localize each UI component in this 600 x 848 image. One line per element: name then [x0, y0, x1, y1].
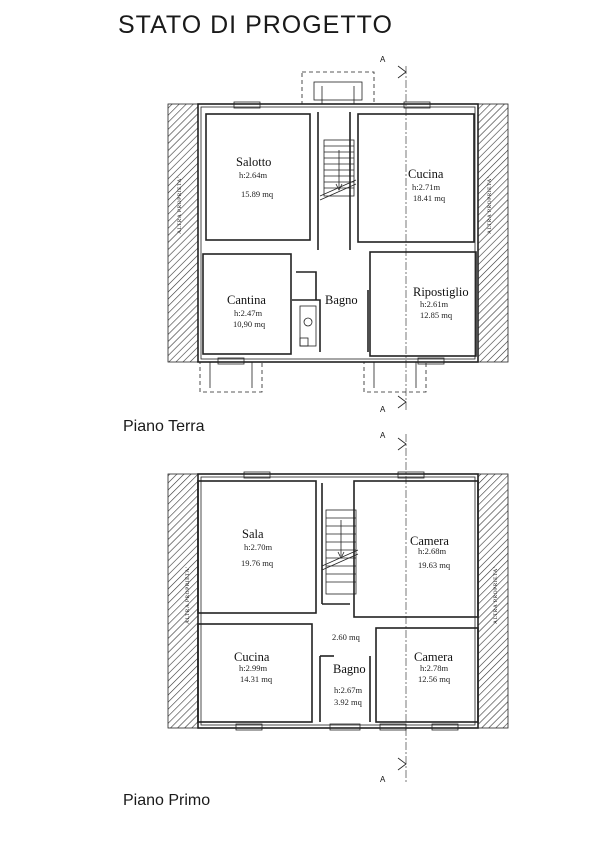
room-salotto	[205, 113, 311, 241]
plan-line	[397, 65, 407, 79]
floor-label-ground: Piano Terra	[123, 418, 205, 435]
room-height: h:2.68m	[418, 546, 446, 556]
plan-line	[299, 337, 309, 347]
section-marker-top: A	[380, 55, 386, 64]
room-name: Cucina	[234, 650, 270, 664]
plan-line	[363, 361, 427, 393]
plan-line	[313, 81, 363, 101]
plan-line	[217, 357, 245, 365]
room-name: Camera	[414, 650, 453, 664]
room-height: h:2.71m	[412, 182, 440, 192]
ground-floor-plan: A A ALTRA PROPRIETA' ALTRA PROPRIETA' Sa…	[167, 55, 509, 414]
section-marker-bottom: A	[380, 775, 386, 784]
adjacent-property-label: ALTRA PROPRIETA'	[487, 177, 493, 234]
room-cucina	[357, 113, 475, 243]
plan-line	[397, 395, 407, 409]
entrance-porch	[301, 71, 375, 105]
adjacent-property-label: ALTRA PROPRIETA'	[177, 177, 183, 234]
plan-line	[397, 471, 425, 479]
room-name: Sala	[242, 527, 264, 541]
room-name: Camera	[410, 534, 449, 548]
plan-line	[323, 139, 355, 197]
first-floor-stairs	[321, 509, 359, 595]
room-area: 15.89 mq	[241, 189, 274, 199]
plan-line	[397, 757, 407, 771]
plan-line	[233, 101, 261, 109]
plan-line	[200, 476, 476, 726]
room-area: 19.76 mq	[241, 558, 274, 568]
plan-line	[319, 183, 357, 201]
room-ripostiglio	[369, 251, 477, 357]
neighbour-wall-right	[477, 103, 509, 363]
room-name: Bagno	[325, 293, 358, 307]
plan-line	[199, 361, 263, 393]
adjacent-property-label: ALTRA PROPRIETA'	[493, 567, 499, 624]
page-title: STATO DI PROGETTO	[118, 11, 393, 39]
room-camera-2	[375, 627, 479, 723]
plan-line	[292, 299, 321, 352]
room-area: 12.85 mq	[420, 310, 453, 320]
neighbour-wall-left	[167, 103, 199, 363]
room-name: Ripostiglio	[413, 285, 469, 299]
corridor-area: 2.60 mq	[332, 632, 361, 642]
room-area: 14.31 mq	[240, 674, 273, 684]
room-height: h:2.70m	[244, 542, 272, 552]
plan-line	[319, 179, 357, 197]
plan-line	[329, 723, 361, 731]
room-area: 12.56 mq	[418, 674, 451, 684]
plan-line	[417, 357, 445, 365]
room-cucina-first	[197, 623, 313, 723]
plan-line	[403, 101, 431, 109]
plan-line	[303, 317, 313, 327]
adjacent-property-label: ALTRA PROPRIETA'	[185, 567, 191, 624]
plan-line	[321, 553, 359, 571]
section-marker-top: A	[380, 431, 386, 440]
room-name: Salotto	[236, 155, 271, 169]
neighbour-wall-right	[477, 473, 509, 729]
room-camera-1	[353, 480, 479, 618]
plan-line	[321, 549, 359, 567]
room-name: Cantina	[227, 293, 266, 307]
plan-line	[200, 106, 476, 360]
room-height: h:2.99m	[239, 663, 267, 673]
plan-line	[243, 471, 271, 479]
plan-line	[335, 183, 343, 191]
section-marker-bottom: A	[380, 405, 386, 414]
room-area: 18.41 mq	[413, 193, 446, 203]
room-height: h:2.78m	[420, 663, 448, 673]
ground-floor-stairs	[319, 139, 357, 201]
plan-line	[397, 437, 407, 451]
room-height: h:2.64m	[239, 170, 267, 180]
room-area: 10,90 mq	[233, 319, 266, 329]
plan-line	[431, 723, 459, 731]
room-area: 19.63 mq	[418, 560, 451, 570]
plan-line	[235, 723, 263, 731]
room-height: h:2.67m	[334, 685, 362, 695]
room-height: h:2.61m	[420, 299, 448, 309]
room-sala	[197, 480, 317, 614]
room-name: Cucina	[408, 167, 444, 181]
room-cantina	[202, 253, 292, 355]
first-floor-plan: A A ALTRA PROPRIETA' ALTRA PROPRIETA' Sa…	[167, 431, 509, 784]
room-area: 3.92 mq	[334, 697, 363, 707]
floor-label-first: Piano Primo	[123, 792, 210, 809]
neighbour-wall-left	[167, 473, 199, 729]
room-name: Bagno	[333, 662, 366, 676]
plan-line	[296, 271, 317, 300]
room-height: h:2.47m	[234, 308, 262, 318]
plan-line	[337, 551, 345, 559]
plan-line	[379, 723, 407, 731]
plan-line	[325, 509, 357, 595]
